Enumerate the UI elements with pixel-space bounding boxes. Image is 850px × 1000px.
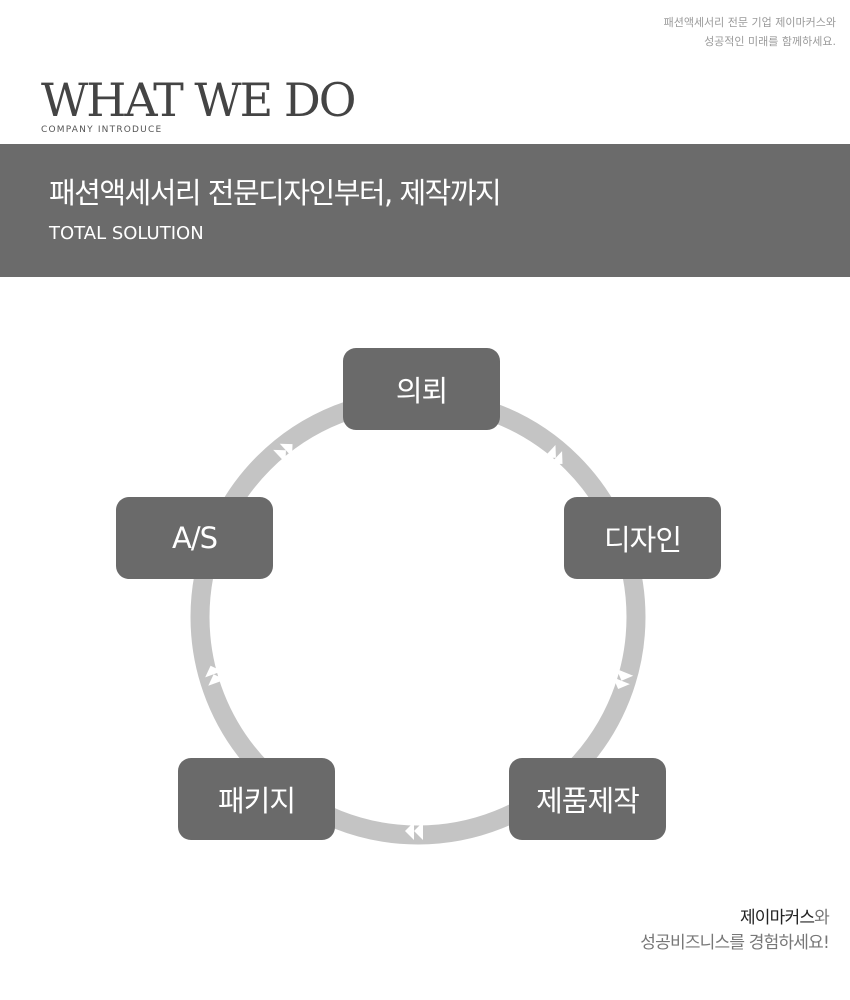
page-subtitle: COMPANY INTRODUCE (41, 125, 163, 135)
step-request-label: 의뢰 (395, 374, 448, 408)
step-design-label: 디자인 (603, 523, 682, 557)
top-tagline-line-1: 패션액세서리 전문 기업 제이마커스와 (663, 16, 836, 29)
step-production-label: 제품제작 (536, 784, 640, 818)
arrow-icon (205, 665, 226, 686)
footer-line-2: 성공비즈니스를 경험하세요! (640, 933, 830, 953)
arrow-icon (273, 443, 293, 463)
footer-brand-suffix: 와 (814, 908, 830, 928)
arrow-icon (613, 668, 634, 690)
page-title: WHAT WE DO (41, 73, 356, 127)
footer-brand: 제이마커스 (739, 908, 815, 928)
step-production: 제품제작 (509, 758, 666, 840)
banner-title: 패션액세서리 전문디자인부터, 제작까지 (49, 176, 502, 210)
step-package-label: 패키지 (217, 784, 296, 818)
step-after-service: A/S (116, 497, 273, 579)
step-design: 디자인 (564, 497, 721, 579)
top-tagline: 패션액세서리 전문 기업 제이마커스와 성공적인 미래를 함께하세요. (664, 13, 836, 51)
footer-line-1: 제이마커스와 (640, 906, 830, 931)
arrow-icon (543, 445, 563, 465)
step-package: 패키지 (178, 758, 335, 840)
top-tagline-line-2: 성공적인 미래를 함께하세요. (704, 35, 836, 48)
banner: 패션액세서리 전문디자인부터, 제작까지 TOTAL SOLUTION (0, 144, 850, 277)
flow-arrows (205, 443, 634, 840)
arrow-icon (405, 822, 423, 840)
step-request: 의뢰 (343, 348, 500, 430)
step-after-service-label: A/S (171, 521, 218, 555)
banner-subtitle: TOTAL SOLUTION (49, 223, 204, 244)
footer-tagline: 제이마커스와 성공비즈니스를 경험하세요! (640, 906, 830, 956)
